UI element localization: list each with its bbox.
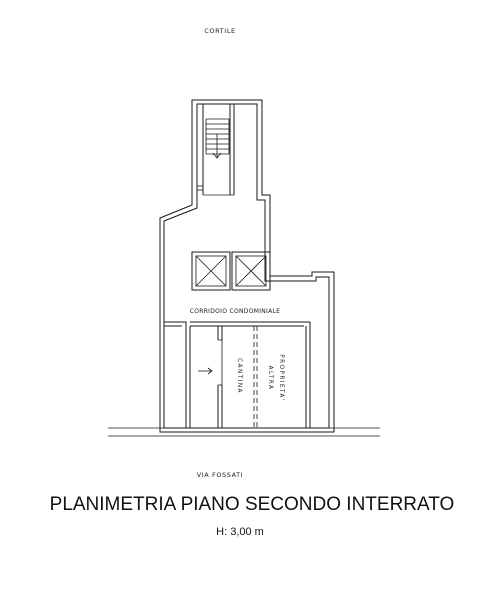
stairwell bbox=[197, 104, 235, 196]
plan-title: PLANIMETRIA PIANO SECONDO INTERRATO bbox=[49, 494, 455, 515]
corridor-label: CORRIDOIO CONDOMINIALE bbox=[190, 308, 281, 315]
ceiling-height-label: H: 3,00 m bbox=[216, 526, 264, 538]
entry-arrow-icon bbox=[198, 367, 213, 375]
other-property-label-line2: PROPRIETA' bbox=[278, 354, 284, 402]
cellar-label: CANTINA bbox=[236, 358, 242, 394]
lift-shafts bbox=[191, 251, 271, 291]
other-property-label-line1: ALTRA bbox=[267, 366, 273, 391]
outer-walls bbox=[159, 99, 335, 433]
street-label: VIA FOSSATI bbox=[197, 471, 244, 479]
courtyard-label: CORTILE bbox=[204, 27, 236, 35]
interior-walls bbox=[164, 321, 311, 428]
street-edge bbox=[108, 427, 380, 437]
